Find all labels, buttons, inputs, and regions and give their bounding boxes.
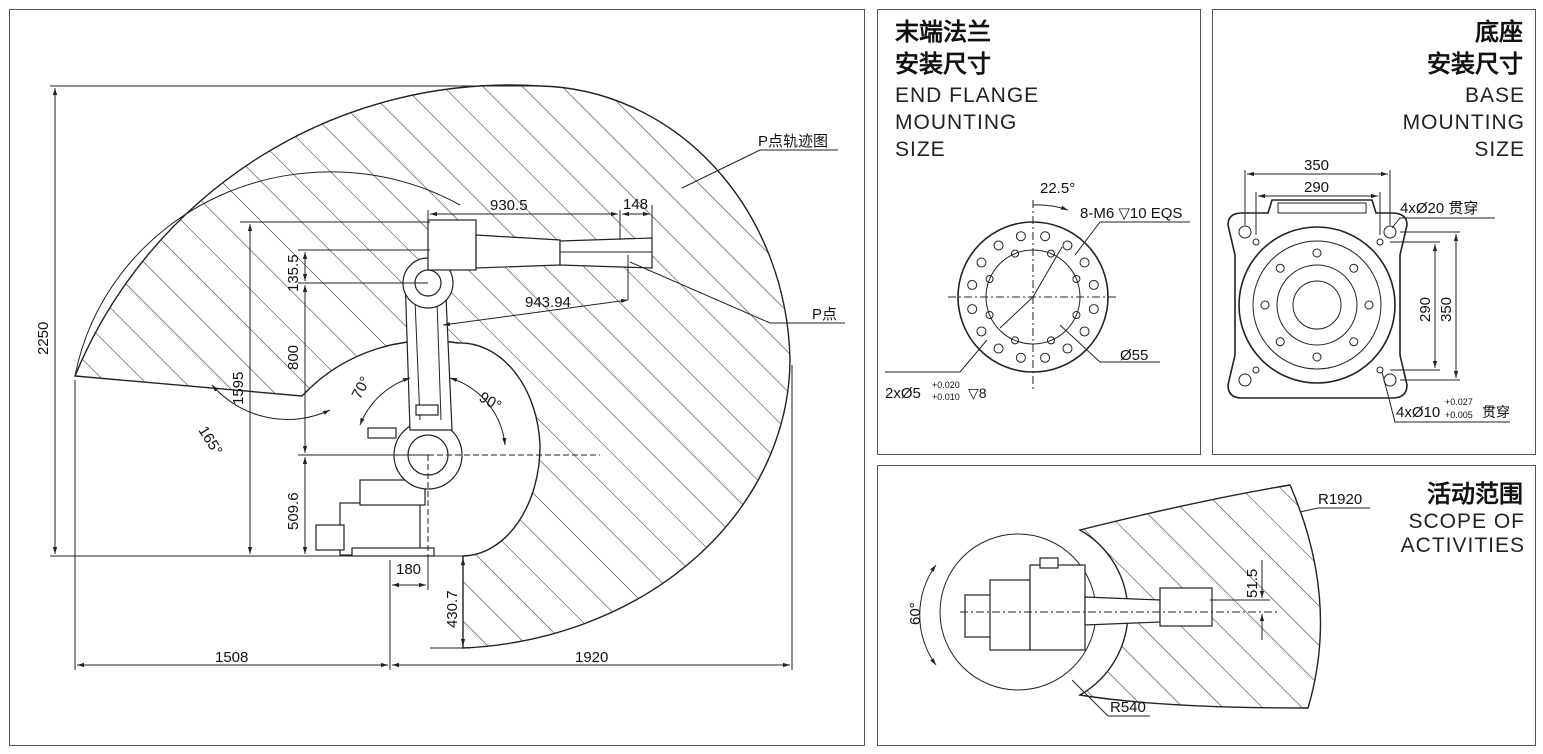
scope-title-en-1: SCOPE OF	[1408, 510, 1525, 533]
dim-2250: 2250	[35, 322, 52, 355]
scope-r-inner: R540	[1110, 699, 1146, 716]
dim-1508: 1508	[215, 649, 248, 666]
base-panel	[1212, 9, 1536, 455]
base-holes10-suffix: 贯穿	[1482, 404, 1510, 420]
flange-angle: 22.5°	[1040, 180, 1075, 197]
base-title-cn-2: 安装尺寸	[1427, 50, 1523, 78]
base-bolt-holes	[1260, 248, 1374, 362]
flange-title-en-3: SIZE	[895, 138, 946, 161]
bolt-hole	[1015, 352, 1026, 363]
robot-arm-side	[315, 219, 653, 557]
robot-arm-top	[960, 557, 1280, 651]
dim-180: 180	[396, 561, 421, 578]
base-holes10-tol-up: +0.027	[1445, 397, 1473, 407]
dim-943: 943.94	[525, 294, 571, 311]
bolt-hole	[1046, 336, 1055, 345]
base-w350: 350	[1304, 157, 1329, 174]
bolt-hole	[1011, 336, 1020, 345]
flange-panel	[877, 9, 1201, 455]
dim-135: 135.5	[285, 254, 302, 292]
bolt-hole	[976, 257, 987, 268]
bolt-hole	[967, 279, 978, 290]
dim-930: 930.5	[490, 197, 528, 214]
base-title-en-1: BASE	[1464, 84, 1525, 107]
dim-800: 800	[285, 345, 302, 370]
bolt-hole	[1062, 343, 1073, 354]
bolt-hole	[1015, 231, 1026, 242]
dim-148: 148	[623, 196, 648, 213]
bolt-hole	[1312, 248, 1322, 258]
bolt-hole	[1079, 326, 1090, 337]
base-w290: 290	[1304, 179, 1329, 196]
flange-title-cn-2: 安装尺寸	[895, 50, 991, 78]
bolt-hole	[1062, 240, 1073, 251]
bolt-hole	[1011, 249, 1020, 258]
bolt-hole	[1040, 231, 1051, 242]
bolt-hole	[1275, 263, 1285, 273]
bolt-hole	[1072, 310, 1081, 319]
bolt-hole	[1079, 257, 1090, 268]
label-p-point: P点	[812, 306, 837, 323]
bolt-hole	[1088, 279, 1099, 290]
bolt-hole	[976, 326, 987, 337]
flange-pin-tol-low: +0.010	[932, 392, 960, 402]
bolt-hole	[967, 304, 978, 315]
bolt-hole	[1349, 263, 1359, 273]
bolt-hole	[1312, 352, 1322, 362]
bolt-hole	[1088, 304, 1099, 315]
bolt-hole	[993, 240, 1004, 251]
bolt-hole	[1275, 337, 1285, 347]
flange-holes-label: 8-M6 ▽10 EQS	[1080, 205, 1182, 222]
flange-title-cn-1: 末端法兰	[895, 18, 991, 46]
bolt-hole	[1364, 300, 1374, 310]
flange-bolt-holes	[967, 231, 1099, 363]
bolt-hole	[1072, 275, 1081, 284]
base-holes10-tol-low: +0.005	[1445, 410, 1473, 420]
flange-title-en-1: END FLANGE	[895, 84, 1040, 107]
bolt-hole	[1040, 352, 1051, 363]
flange-title-en-2: MOUNTING	[895, 111, 1018, 134]
bolt-hole	[985, 275, 994, 284]
bolt-hole	[993, 343, 1004, 354]
bolt-hole	[985, 310, 994, 319]
dim-509: 509.6	[285, 492, 302, 530]
scope-title-en-2: ACTIVITIES	[1400, 534, 1525, 557]
scope-r-outer: R1920	[1318, 491, 1362, 508]
scope-offset: 51.5	[1244, 569, 1261, 598]
reach-envelope	[73, 84, 791, 649]
bolt-hole	[1046, 249, 1055, 258]
base-h350: 350	[1438, 297, 1455, 322]
scope-title-cn: 活动范围	[1427, 480, 1523, 508]
flange-pcd: Ø55	[1120, 347, 1148, 364]
base-title-cn-1: 底座	[1475, 18, 1523, 46]
dim-1920: 1920	[575, 649, 608, 666]
flange-pin-tol-up: +0.020	[932, 380, 960, 390]
base-holes10: 4xØ10	[1396, 404, 1440, 421]
bolt-hole	[1260, 300, 1270, 310]
base-holes20: 4xØ20 贯穿	[1400, 200, 1478, 217]
base-h290: 290	[1417, 297, 1434, 322]
scope-angle: 60°	[907, 602, 924, 625]
label-p-path: P点轨迹图	[758, 133, 828, 150]
dim-430: 430.7	[444, 590, 461, 628]
flange-pin: 2xØ5	[885, 385, 921, 402]
bolt-hole	[1349, 337, 1359, 347]
flange-pin-depth: ▽8	[968, 385, 987, 401]
base-title-en-3: SIZE	[1474, 138, 1525, 161]
base-title-en-2: MOUNTING	[1402, 111, 1525, 134]
